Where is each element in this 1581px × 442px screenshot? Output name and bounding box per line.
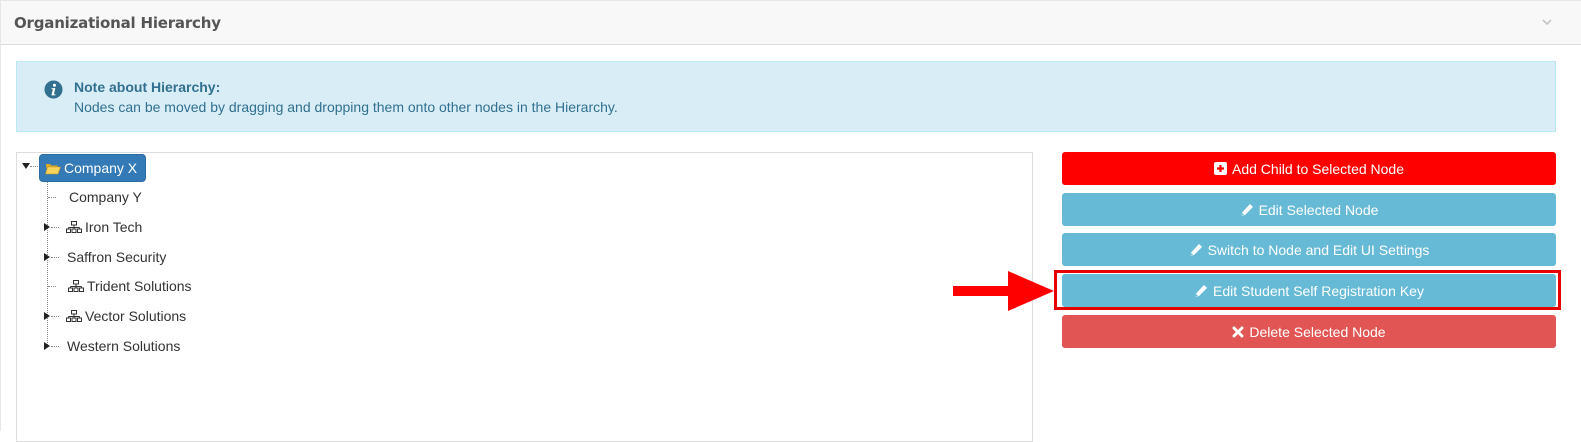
- add-child-button[interactable]: Add Child to Selected Node: [1062, 152, 1556, 185]
- tree-connector: [48, 286, 56, 287]
- button-label: Edit Selected Node: [1258, 201, 1379, 218]
- panel-header[interactable]: Organizational Hierarchy: [1, 1, 1581, 45]
- tree-connector: [30, 166, 38, 167]
- tree-node-vector-solutions[interactable]: Vector Solutions: [66, 306, 186, 326]
- button-label: Add Child to Selected Node: [1232, 160, 1404, 177]
- times-icon: [1232, 326, 1244, 337]
- switch-to-node-edit-ui-settings-button[interactable]: Switch to Node and Edit UI Settings: [1062, 233, 1556, 266]
- sitemap-icon: [66, 221, 82, 233]
- button-label: Delete Selected Node: [1249, 323, 1386, 340]
- pencil-icon: [1190, 243, 1202, 256]
- tree-node-company-x[interactable]: Company X: [39, 154, 147, 182]
- node-label: Company Y: [69, 189, 142, 205]
- button-label: Edit Student Self Registration Key: [1213, 282, 1424, 299]
- expand-toggle-vector-solutions[interactable]: [44, 312, 50, 320]
- hierarchy-note-alert: Note about Hierarchy: Nodes can be moved…: [16, 61, 1556, 132]
- expand-toggle-western-solutions[interactable]: [44, 342, 50, 350]
- tree-connector: [51, 257, 59, 258]
- sitemap-icon: [66, 310, 82, 322]
- tree-connector: [51, 346, 59, 347]
- tree-connector: [48, 197, 56, 198]
- tree-connector: [51, 316, 59, 317]
- panel-title: Organizational Hierarchy: [14, 14, 221, 32]
- expand-toggle-saffron-security[interactable]: [44, 253, 50, 261]
- plus-square-icon: [1214, 162, 1227, 175]
- alert-text: Nodes can be moved by dragging and dropp…: [74, 99, 618, 115]
- node-label: Vector Solutions: [85, 308, 187, 324]
- sitemap-icon: [68, 280, 84, 292]
- pencil-icon: [1241, 203, 1253, 216]
- info-circle-icon: [44, 80, 63, 99]
- node-label: Iron Tech: [85, 219, 143, 235]
- pencil-icon: [1195, 284, 1208, 297]
- tree-node-trident-solutions[interactable]: Trident Solutions: [68, 276, 192, 296]
- delete-selected-node-button[interactable]: Delete Selected Node: [1062, 315, 1556, 348]
- node-label: Western Solutions: [67, 338, 181, 354]
- tree-connector: [51, 227, 59, 228]
- tree-node-company-y[interactable]: Company Y: [69, 187, 142, 207]
- edit-selected-node-button[interactable]: Edit Selected Node: [1062, 193, 1556, 226]
- red-arrow-icon: [953, 271, 1054, 311]
- node-label: Company X: [64, 160, 138, 176]
- folder-open-icon: [45, 164, 61, 175]
- button-label: Switch to Node and Edit UI Settings: [1207, 241, 1430, 258]
- alert-title: Note about Hierarchy:: [74, 79, 221, 95]
- tree-node-iron-tech[interactable]: Iron Tech: [66, 217, 142, 237]
- node-label: Saffron Security: [67, 249, 167, 265]
- collapse-toggle-root[interactable]: [22, 163, 30, 169]
- tree-connector: [47, 182, 48, 347]
- chevron-down-icon[interactable]: [1540, 15, 1554, 29]
- edit-student-self-registration-key-button[interactable]: Edit Student Self Registration Key: [1062, 274, 1556, 307]
- expand-toggle-iron-tech[interactable]: [44, 223, 50, 231]
- tree-node-western-solutions[interactable]: Western Solutions: [67, 336, 180, 356]
- hierarchy-tree[interactable]: [16, 152, 1033, 442]
- tree-node-saffron-security[interactable]: Saffron Security: [67, 247, 166, 267]
- node-label: Trident Solutions: [87, 278, 192, 294]
